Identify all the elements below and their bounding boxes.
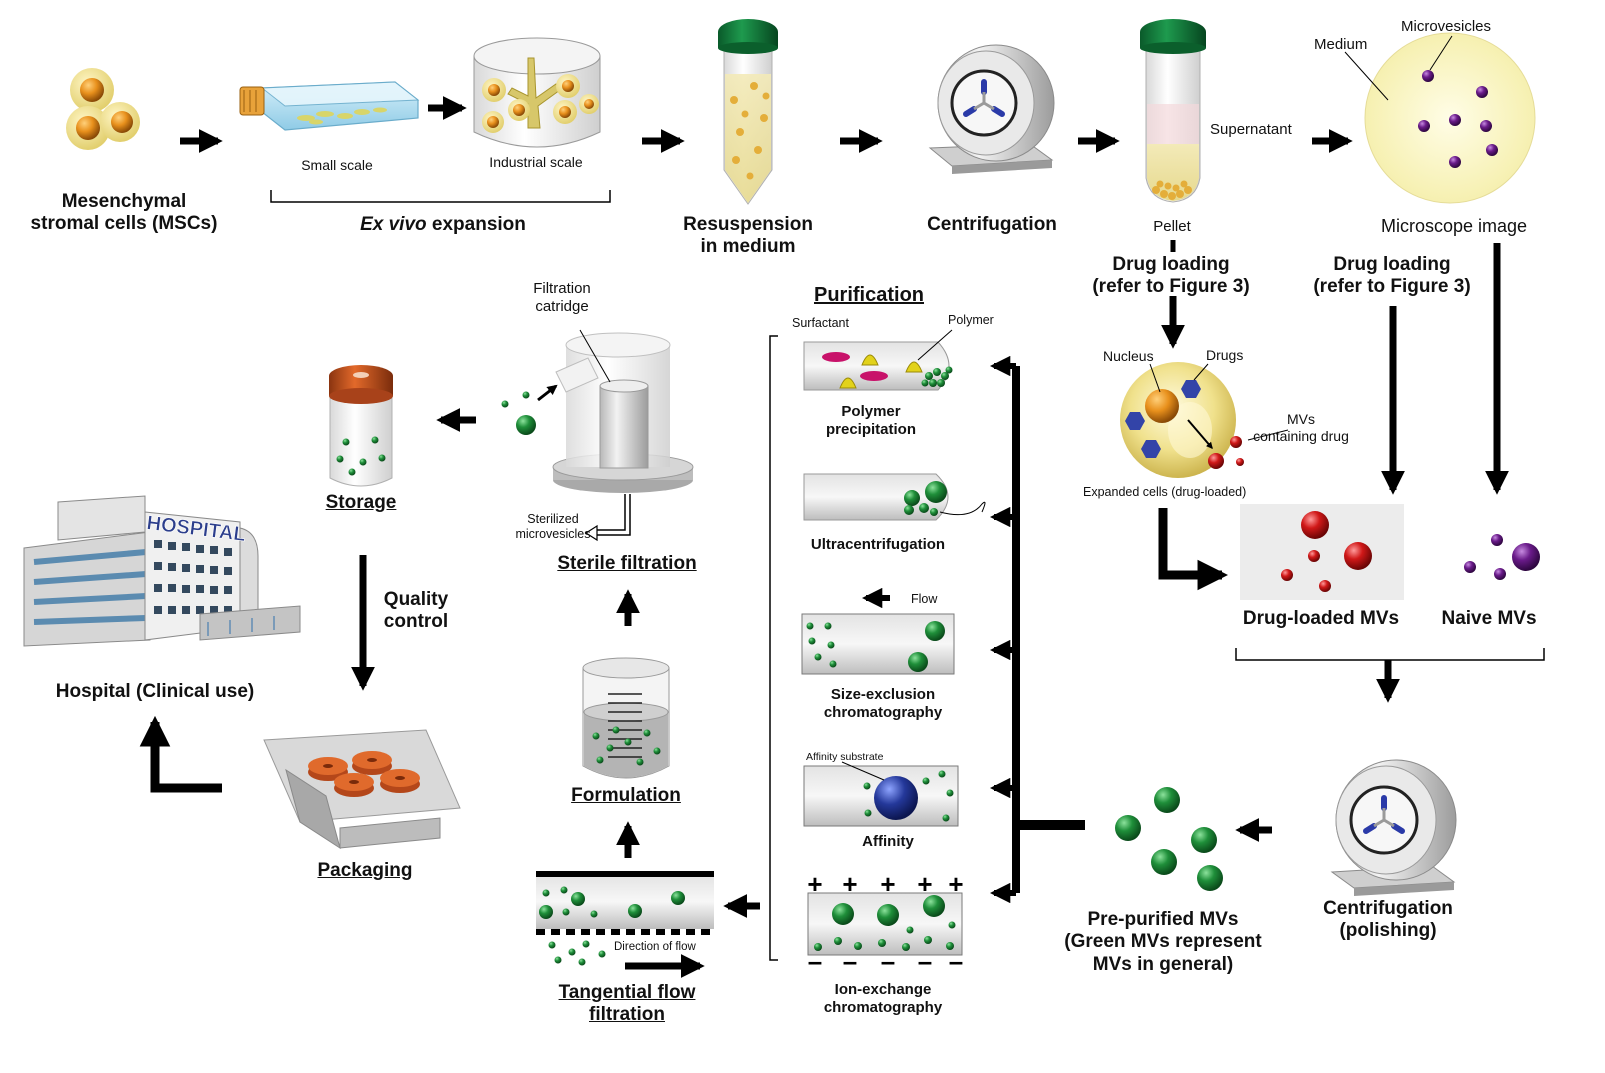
pellet-label: Pellet [1153,218,1191,235]
naive-mvs-icon [1464,534,1540,580]
packaging-label: Packaging [317,860,413,881]
ex-vivo-bracket [270,190,611,203]
sterile-mvs-icon [501,391,536,435]
minus-sign: – [881,946,895,976]
direction-of-flow-label: Direction of flow [614,941,696,953]
plus-sign: + [880,869,895,899]
storage-label: Storage [325,492,397,513]
drug-loading-left-label: Drug loading(refer to Figure 3) [1092,254,1250,298]
drug-loading-right-label: Drug loading(refer to Figure 3) [1313,254,1471,298]
msc-cells-icon [66,68,140,150]
mv-exit-arrow [537,384,558,402]
polymer-label: Polymer [948,313,994,327]
minus-sign: – [843,946,857,976]
microscope-field-icon [1344,32,1536,204]
plus-sign: + [842,869,857,899]
microvesicles-label: Microvesicles [1401,18,1492,35]
pre-purified-mvs-icon [1115,787,1223,891]
drug-loaded-mvs-label: Drug-loaded MVs [1242,608,1400,629]
nucleus-label: Nucleus [1103,348,1154,364]
culture-flask-icon [239,81,420,131]
medium-label: Medium [1314,36,1368,53]
hospital-arrow [139,715,222,793]
formulation-beaker-icon [582,657,670,779]
storage-jar-icon [329,365,393,487]
purification-bus [989,355,1085,904]
supernatant-label: Supernatant [1210,121,1292,138]
formulation-label: Formulation [571,785,681,806]
industrial-scale-label: Industrial scale [489,154,583,170]
ion-exchange-charges: + + + + + – – – – – [807,869,963,976]
minus-sign: – [918,946,932,976]
resuspension-tube-icon [718,19,778,205]
centrifuge-polishing-icon [1330,759,1457,896]
flow-label: Flow [911,592,938,606]
affinity-substrate-label: Affinity substrate [806,751,884,763]
ex-vivo-label: Ex vivo expansion [360,214,526,235]
ultracentrifugation-label: Ultracentrifugation [810,536,946,553]
drug-loaded-arrow [1158,508,1229,591]
filtration-cartridge-icon [552,329,694,542]
hospital-clinical-label: Hospital (Clinical use) [55,681,255,702]
drug-loaded-mvs-icon [1281,511,1372,592]
hospital-building-icon [23,495,301,647]
affinity-label: Affinity [862,833,914,850]
sterile-filtration-label: Sterile filtration [557,553,697,574]
centrifugation-label: Centrifugation [927,214,1057,235]
plus-sign: + [807,869,822,899]
expanded-cells-label: Expanded cells (drug-loaded) [1083,485,1247,499]
flow-arrows [180,96,1509,978]
drugs-label: Drugs [1206,347,1244,363]
purification-bracket [769,335,778,961]
ion-exchange-column-icon [807,892,963,956]
naive-mvs-label: Naive MVs [1441,608,1537,629]
size-exclusion-column-icon [801,613,955,675]
tangential-flow-icon [536,871,714,970]
small-scale-label: Small scale [301,157,373,173]
surfactant-label: Surfactant [792,316,849,330]
bioreactor-icon [473,37,601,148]
polymer-precipitation-tube-icon [803,329,953,391]
ultracentrifugation-tube-icon [803,473,986,521]
mvs-bracket [1235,648,1545,661]
plus-sign: + [948,869,963,899]
centrifugation-polishing-label: Centrifugation(polishing) [1323,898,1453,942]
minus-sign: – [808,946,822,976]
affinity-column-icon [803,761,959,827]
drug-loaded-cell-icon [1120,362,1289,478]
microscope-image-label: Microscope image [1380,216,1528,236]
minus-sign: – [949,946,963,976]
packaging-icon [263,729,461,850]
centrifuge-icon [928,44,1055,174]
pellet-tube-icon [1140,19,1206,203]
purification-title: Purification [813,284,925,306]
plus-sign: + [917,869,932,899]
